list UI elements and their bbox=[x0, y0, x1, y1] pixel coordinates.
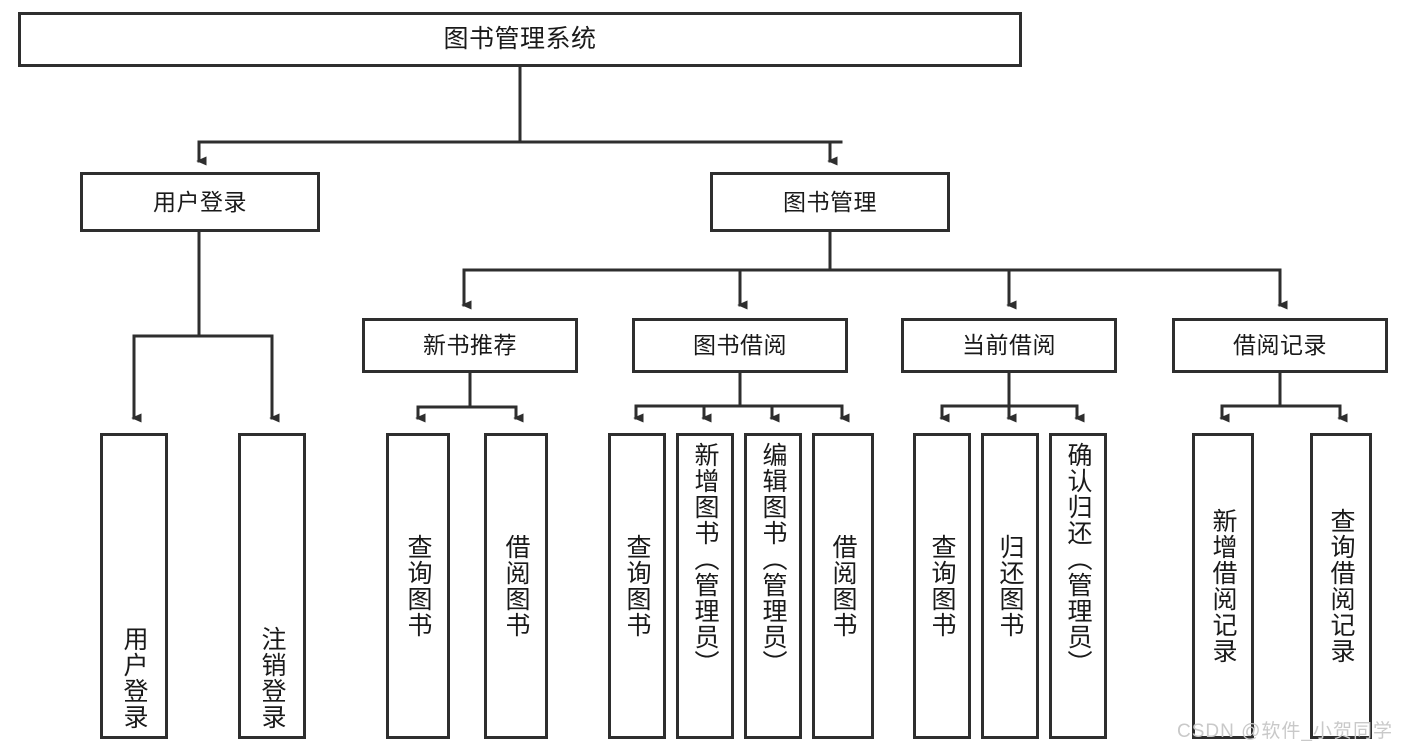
watermark: CSDN @软件_小贺同学 bbox=[1177, 721, 1393, 742]
node-label: 当前借阅 bbox=[962, 332, 1056, 359]
node-book-management-system[interactable]: 图书管理系统 bbox=[18, 12, 1022, 67]
node-label: 图书借阅 bbox=[693, 332, 787, 359]
leaf-borrow-record-query-record[interactable]: 查询借阅记录 bbox=[1310, 433, 1372, 739]
node-user-login[interactable]: 用户登录 bbox=[80, 172, 320, 232]
node-label: 用户登录 bbox=[153, 188, 247, 215]
node-book-borrow[interactable]: 图书借阅 bbox=[632, 318, 848, 373]
node-label: 借阅图书 bbox=[502, 534, 530, 638]
node-label: 查询图书 bbox=[623, 534, 651, 638]
leaf-user-login-login[interactable]: 用户登录 bbox=[100, 433, 168, 739]
leaf-book-borrow-add-book-admin[interactable]: 新增图书（管理员） bbox=[676, 433, 734, 739]
node-label: 新增图书（管理员） bbox=[691, 442, 719, 676]
leaf-book-borrow-borrow-book[interactable]: 借阅图书 bbox=[812, 433, 874, 739]
node-borrow-record[interactable]: 借阅记录 bbox=[1172, 318, 1388, 373]
node-label: 新增借阅记录 bbox=[1209, 508, 1237, 664]
leaf-current-borrow-query-book[interactable]: 查询图书 bbox=[913, 433, 971, 739]
node-new-book-recommend[interactable]: 新书推荐 bbox=[362, 318, 578, 373]
leaf-current-borrow-confirm-return-admin[interactable]: 确认归还（管理员） bbox=[1049, 433, 1107, 739]
leaf-current-borrow-return-book[interactable]: 归还图书 bbox=[981, 433, 1039, 739]
node-label: 查询图书 bbox=[928, 534, 956, 638]
leaf-borrow-record-add-record[interactable]: 新增借阅记录 bbox=[1192, 433, 1254, 739]
leaf-book-borrow-query-book[interactable]: 查询图书 bbox=[608, 433, 666, 739]
node-label: 图书管理系统 bbox=[443, 25, 597, 54]
leaf-book-borrow-edit-book-admin[interactable]: 编辑图书（管理员） bbox=[744, 433, 802, 739]
node-label: 查询借阅记录 bbox=[1327, 508, 1355, 664]
node-label: 编辑图书（管理员） bbox=[759, 442, 787, 676]
node-label: 查询图书 bbox=[404, 534, 432, 638]
node-book-management[interactable]: 图书管理 bbox=[710, 172, 950, 232]
node-label: 借阅图书 bbox=[829, 534, 857, 638]
node-label: 借阅记录 bbox=[1233, 332, 1327, 359]
node-label: 新书推荐 bbox=[423, 332, 517, 359]
node-current-borrow[interactable]: 当前借阅 bbox=[901, 318, 1117, 373]
node-label: 归还图书 bbox=[996, 534, 1024, 638]
node-label: 注销登录 bbox=[258, 626, 286, 730]
leaf-new-book-borrow-book[interactable]: 借阅图书 bbox=[484, 433, 548, 739]
leaf-user-login-logout[interactable]: 注销登录 bbox=[238, 433, 306, 739]
node-label: 确认归还（管理员） bbox=[1064, 442, 1092, 676]
node-label: 用户登录 bbox=[120, 626, 148, 730]
leaf-new-book-query-book[interactable]: 查询图书 bbox=[386, 433, 450, 739]
node-label: 图书管理 bbox=[783, 188, 877, 215]
